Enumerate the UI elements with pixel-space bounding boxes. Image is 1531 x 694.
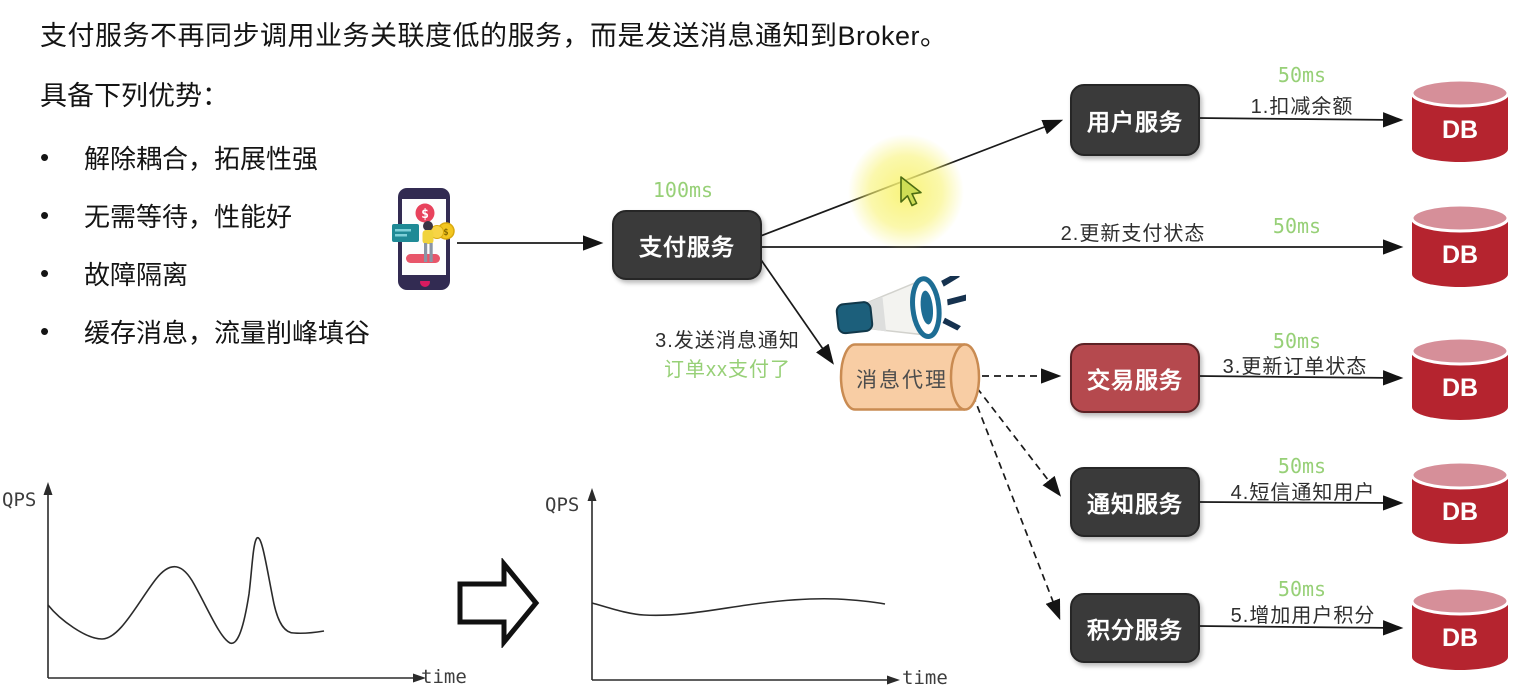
action-label: 5.增加用户积分 bbox=[1230, 605, 1376, 627]
points-service-label: 积分服务 bbox=[1087, 617, 1183, 643]
qps-chart-after bbox=[587, 488, 900, 685]
bullet-icon: • bbox=[40, 199, 50, 230]
latency-label: 50ms bbox=[1272, 214, 1322, 238]
database-cylinder: DB bbox=[1410, 203, 1510, 287]
advantage-item: • 缓存消息，流量削峰填谷 bbox=[40, 302, 370, 360]
qps-chart-before bbox=[43, 482, 426, 683]
time-axis-label: time bbox=[421, 666, 467, 688]
notify-service-box: 通知服务 bbox=[1070, 467, 1200, 537]
advantage-item: • 解除耦合，拓展性强 bbox=[40, 128, 370, 186]
traffic-curve-before bbox=[47, 537, 325, 644]
db-label: DB bbox=[1442, 498, 1478, 526]
mouse-cursor-icon[interactable] bbox=[898, 176, 924, 208]
db-label: DB bbox=[1442, 374, 1478, 402]
dollar-icon: $ bbox=[443, 228, 448, 238]
advantage-label: 无需等待，性能好 bbox=[84, 201, 293, 232]
user-service-box: 用户服务 bbox=[1070, 84, 1200, 156]
notify-service-label: 通知服务 bbox=[1087, 491, 1183, 517]
headline-text: 支付服务不再同步调用业务关联度低的服务，而是发送消息通知到Broker。 bbox=[40, 21, 948, 51]
action-label: 4.短信通知用户 bbox=[1230, 482, 1376, 504]
advantages-list: • 解除耦合，拓展性强 • 无需等待，性能好 • 故障隔离 • 缓存消息，流量削… bbox=[40, 128, 370, 360]
qps-axis-label: QPS bbox=[545, 494, 580, 516]
advantage-label: 缓存消息，流量削峰填谷 bbox=[84, 317, 371, 348]
db-label: DB bbox=[1442, 241, 1478, 269]
payment-phone-illustration: $ $ bbox=[392, 188, 455, 290]
db-label: DB bbox=[1442, 624, 1478, 652]
arrow-points-to-db5 bbox=[1197, 620, 1404, 636]
time-axis-label: time bbox=[902, 667, 948, 689]
dashed-broker-to-points bbox=[972, 394, 1061, 621]
dashed-broker-to-notify bbox=[976, 387, 1062, 497]
action-label: 2.更新支付状态 bbox=[1060, 223, 1206, 245]
megaphone-icon bbox=[835, 276, 966, 340]
db-label: DB bbox=[1442, 116, 1478, 144]
advantages-title: 具备下列优势： bbox=[40, 81, 229, 111]
payment-service-box: 支付服务 bbox=[612, 210, 762, 280]
bullet-icon: • bbox=[40, 141, 50, 172]
arrow-user-to-db1 bbox=[1197, 112, 1404, 128]
broker-send-note: 3.发送消息通知 订单xx支付了 bbox=[645, 324, 810, 382]
arrow-payment-to-broker bbox=[756, 253, 834, 365]
database-cylinder: DB bbox=[1410, 336, 1510, 420]
latency-label: 50ms bbox=[1277, 63, 1327, 87]
send-note-detail: 订单xx支付了 bbox=[664, 359, 791, 381]
advantage-item: • 无需等待，性能好 bbox=[40, 186, 370, 244]
arrow-trade-to-db3 bbox=[1197, 370, 1404, 386]
action-label: 3.更新订单状态 bbox=[1222, 356, 1368, 378]
database-cylinder: DB bbox=[1410, 78, 1510, 162]
latency-label: 50ms bbox=[1277, 454, 1327, 478]
bullet-icon: • bbox=[40, 315, 50, 346]
qps-axis-label: QPS bbox=[2, 489, 37, 511]
payment-service-label: 支付服务 bbox=[639, 234, 735, 260]
user-service-label: 用户服务 bbox=[1087, 109, 1183, 135]
advantage-item: • 故障隔离 bbox=[40, 244, 370, 302]
send-note-line: 3.发送消息通知 bbox=[655, 330, 800, 352]
arrow-notify-to-db4 bbox=[1197, 495, 1404, 511]
trade-service-label: 交易服务 bbox=[1087, 367, 1183, 393]
transform-arrow-icon bbox=[457, 558, 540, 648]
advantage-label: 故障隔离 bbox=[84, 259, 189, 290]
bullet-icon: • bbox=[40, 257, 50, 288]
message-broker-cylinder bbox=[839, 343, 981, 411]
database-cylinder: DB bbox=[1410, 460, 1510, 544]
message-broker-label: 消息代理 bbox=[856, 369, 948, 392]
trade-service-box: 交易服务 bbox=[1070, 343, 1200, 413]
database-cylinder: DB bbox=[1410, 586, 1510, 670]
action-label: 1.扣减余额 bbox=[1250, 96, 1354, 118]
advantage-label: 解除耦合，拓展性强 bbox=[84, 143, 319, 174]
traffic-curve-after bbox=[591, 597, 886, 617]
latency-label: 50ms bbox=[1272, 329, 1322, 353]
points-service-box: 积分服务 bbox=[1070, 593, 1200, 663]
latency-label: 50ms bbox=[1277, 577, 1327, 601]
payment-latency-label: 100ms bbox=[652, 178, 714, 202]
dollar-icon: $ bbox=[421, 207, 429, 222]
